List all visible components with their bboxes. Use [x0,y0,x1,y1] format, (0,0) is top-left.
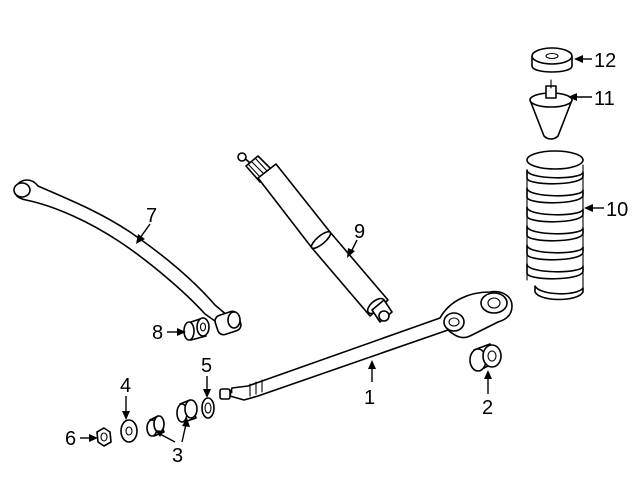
spring-spacer [531,47,573,73]
callout-11: 11 [594,88,615,110]
leader-6 [80,434,98,442]
callout-3: 3 [172,445,183,467]
callout-5: 5 [201,355,212,377]
callout-10: 10 [606,199,628,221]
leader-2 [484,370,492,394]
callout-8: 8 [152,322,163,344]
callout-9: 9 [354,221,365,243]
callout-7: 7 [146,205,157,227]
shock-absorber [237,152,393,323]
control-arm-bushing [469,343,502,372]
leader-7 [136,223,151,244]
leader-4 [122,396,130,420]
washer-5 [201,397,215,419]
track-bar-bushing [183,317,210,341]
leader-5 [203,376,211,398]
bump-stop [529,79,573,140]
callout-1: 1 [364,387,375,409]
leader-9 [347,239,358,258]
leader-10 [584,204,604,212]
bushing-3-outer [176,399,198,423]
callout-4: 4 [120,375,131,397]
callout-12: 12 [594,50,616,72]
leader-12 [574,55,592,63]
leader-1 [368,360,376,382]
nut-6 [96,427,112,447]
washer-4 [120,419,138,443]
track-bar [13,179,242,336]
callout-6: 6 [65,428,76,450]
leader-8 [167,328,186,336]
callout-2: 2 [482,397,493,419]
lower-control-arm [219,290,513,401]
leader-3 [155,418,190,443]
leader-11 [568,93,592,101]
coil-spring [526,150,584,301]
